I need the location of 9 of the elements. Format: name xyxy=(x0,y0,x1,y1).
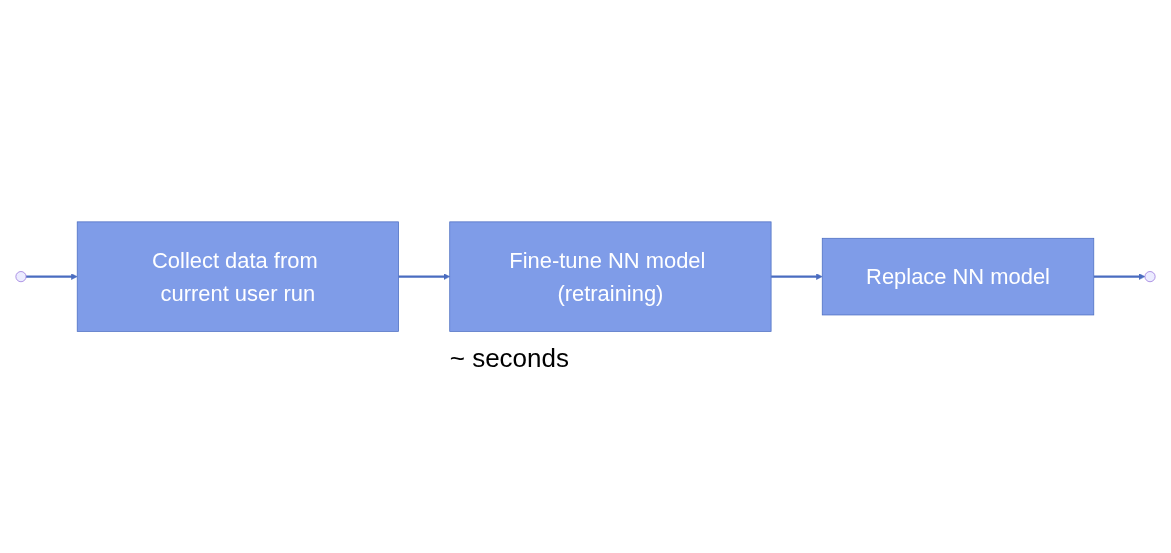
node-box xyxy=(76,221,399,332)
arrow xyxy=(771,273,823,280)
duration-note: ~ seconds xyxy=(449,343,569,375)
flowchart: Collect data from current user run Fine-tune NN model (retraining) Replace NN model xyxy=(10,215,1161,338)
arrow xyxy=(26,273,78,280)
arrow xyxy=(398,273,450,280)
node-box xyxy=(821,237,1095,316)
arrow xyxy=(1093,273,1146,280)
node-box xyxy=(449,221,772,332)
